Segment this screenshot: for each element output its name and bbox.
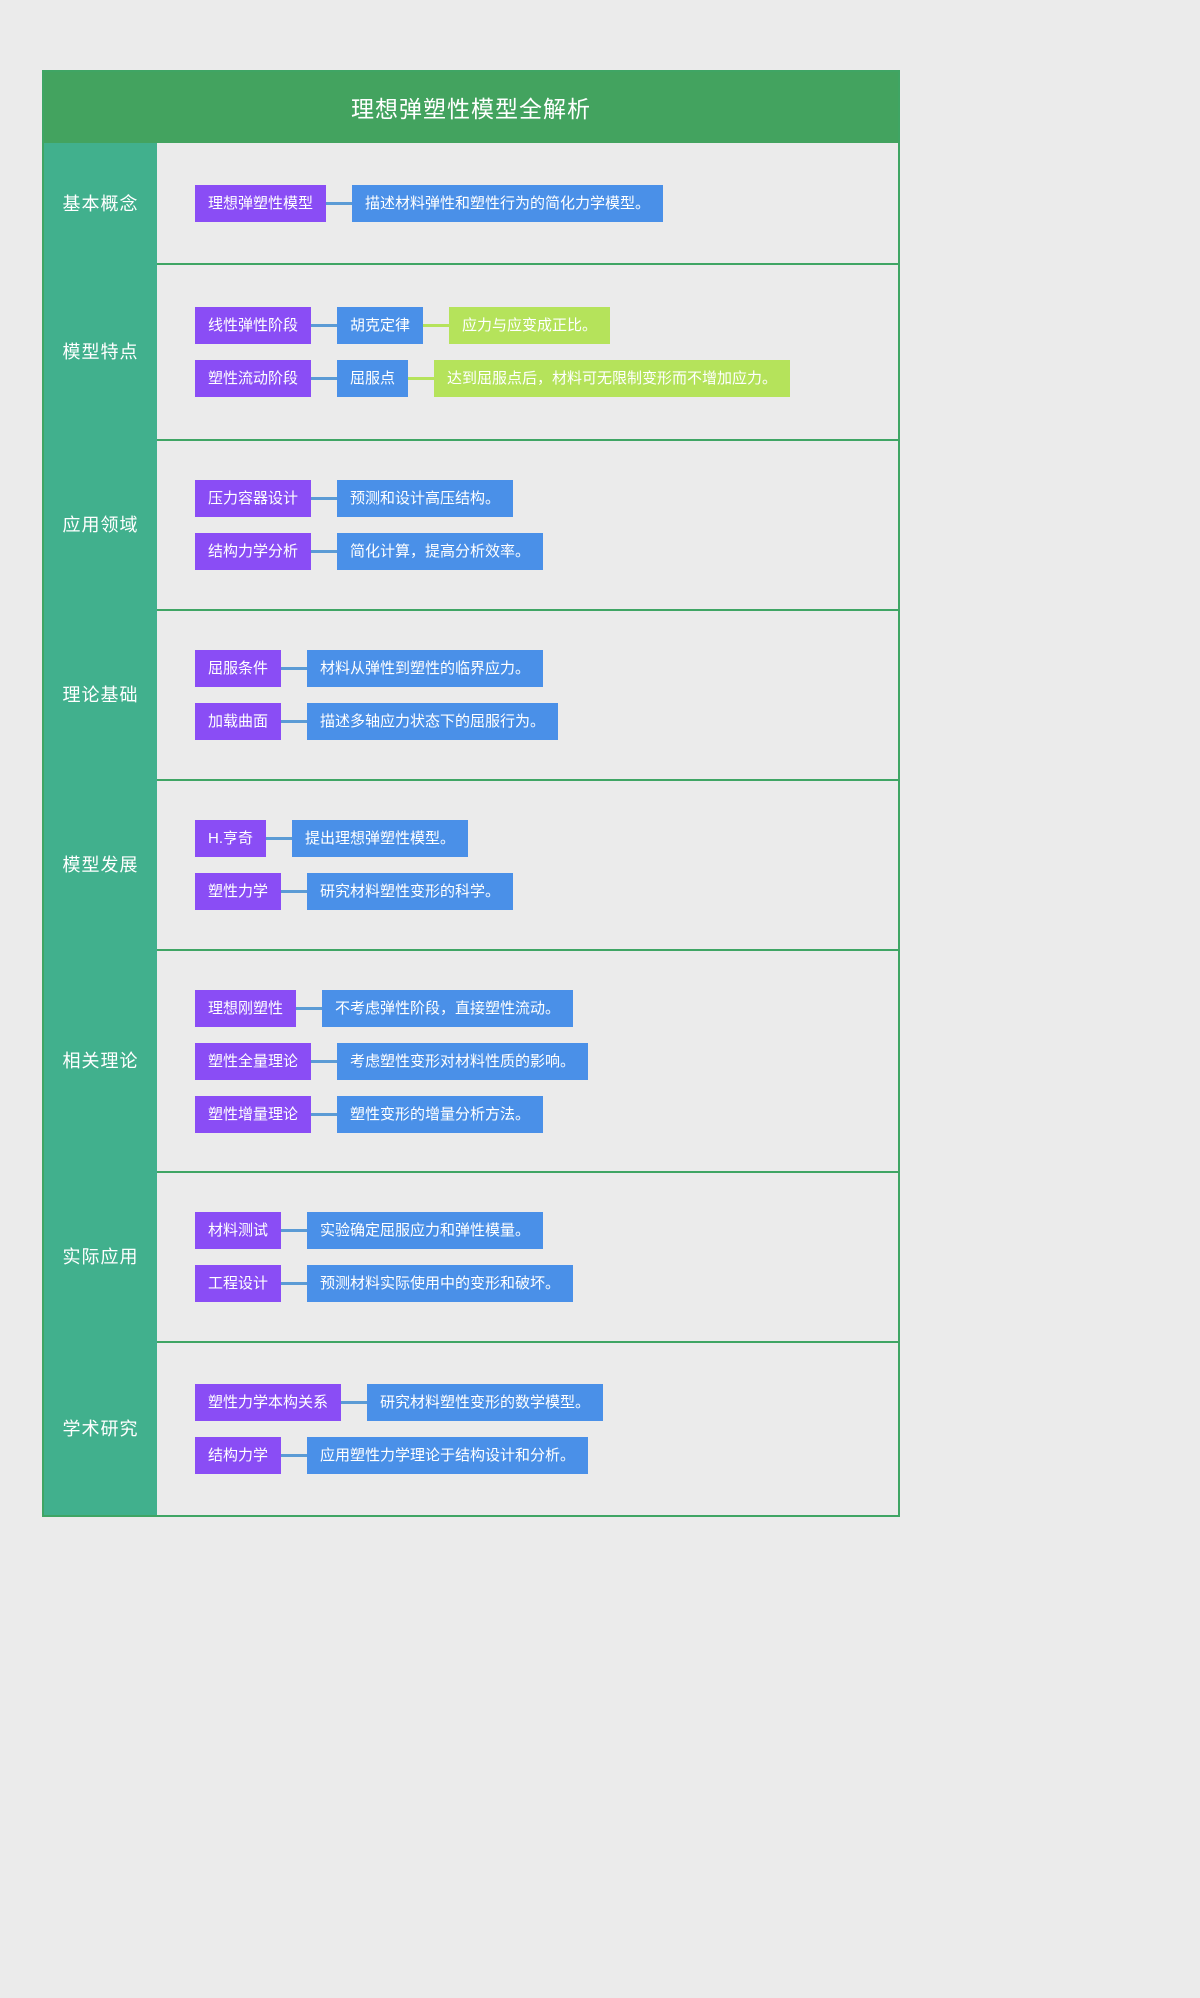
connector-line — [281, 720, 308, 723]
node-level1[interactable]: 塑性力学 — [195, 873, 282, 910]
sidebar-item-3[interactable]: 应用领域 — [44, 439, 157, 609]
node-level2[interactable]: 材料从弹性到塑性的临界应力。 — [307, 650, 544, 687]
node-level1[interactable]: 加载曲面 — [195, 703, 282, 740]
node-level1[interactable]: 工程设计 — [195, 1265, 282, 1302]
connector-line — [341, 1401, 368, 1404]
connector-line — [408, 377, 435, 380]
sidebar-item-5[interactable]: 模型发展 — [44, 779, 157, 949]
connector-line — [281, 667, 308, 670]
node-level2[interactable]: 描述材料弹性和塑性行为的简化力学模型。 — [352, 184, 664, 222]
node-level3[interactable]: 应力与应变成正比。 — [449, 307, 611, 344]
connector-line — [296, 1006, 323, 1010]
node-level2[interactable]: 预测材料实际使用中的变形和破坏。 — [307, 1265, 574, 1302]
sidebar-item-1[interactable]: 基本概念 — [44, 143, 157, 263]
connector-line — [311, 377, 338, 380]
sidebar-item-4[interactable]: 理论基础 — [44, 609, 157, 779]
branch-row: 塑性力学本构关系研究材料塑性变形的数学模型。 — [195, 1384, 898, 1421]
node-level1[interactable]: 压力容器设计 — [195, 480, 312, 517]
sidebar-item-label: 学术研究 — [62, 1419, 139, 1439]
connector-line — [281, 1229, 308, 1232]
mindmap-chart: 理想弹塑性模型全解析 基本概念模型特点应用领域理论基础模型发展相关理论实际应用学… — [42, 70, 900, 1517]
node-level2[interactable]: 应用塑性力学理论于结构设计和分析。 — [307, 1437, 589, 1474]
connector-line — [326, 201, 353, 205]
branch-row: 线性弹性阶段胡克定律应力与应变成正比。 — [195, 307, 898, 344]
section-content-6: 理想刚塑性不考虑弹性阶段，直接塑性流动。塑性全量理论考虑塑性变形对材料性质的影响… — [157, 949, 898, 1171]
branch-row: 塑性力学研究材料塑性变形的科学。 — [195, 873, 898, 910]
node-level1[interactable]: 屈服条件 — [195, 650, 282, 687]
sidebar-item-2[interactable]: 模型特点 — [44, 263, 157, 439]
branch-row: 加载曲面描述多轴应力状态下的屈服行为。 — [195, 703, 898, 740]
section-content-1: 理想弹塑性模型描述材料弹性和塑性行为的简化力学模型。 — [157, 143, 898, 263]
node-level1[interactable]: 塑性力学本构关系 — [195, 1384, 342, 1421]
node-level2[interactable]: 研究材料塑性变形的数学模型。 — [367, 1384, 604, 1421]
connector-line — [311, 324, 338, 327]
node-level2[interactable]: 提出理想弹塑性模型。 — [292, 820, 469, 857]
connector-line — [266, 837, 293, 840]
node-level2[interactable]: 考虑塑性变形对材料性质的影响。 — [337, 1042, 589, 1080]
node-level1[interactable]: 塑性全量理论 — [195, 1042, 312, 1080]
connector-line — [311, 550, 338, 553]
connector-line — [281, 890, 308, 893]
branch-row: 压力容器设计预测和设计高压结构。 — [195, 480, 898, 517]
node-level3[interactable]: 达到屈服点后，材料可无限制变形而不增加应力。 — [434, 360, 791, 397]
section-content-4: 屈服条件材料从弹性到塑性的临界应力。加载曲面描述多轴应力状态下的屈服行为。 — [157, 609, 898, 779]
node-level2[interactable]: 屈服点 — [337, 360, 409, 397]
sidebar-item-7[interactable]: 实际应用 — [44, 1171, 157, 1341]
mindmap-body: 基本概念模型特点应用领域理论基础模型发展相关理论实际应用学术研究 理想弹塑性模型… — [44, 143, 898, 1515]
branch-rows: 理想弹塑性模型描述材料弹性和塑性行为的简化力学模型。线性弹性阶段胡克定律应力与应… — [157, 143, 898, 1515]
node-level2[interactable]: 简化计算，提高分析效率。 — [337, 533, 544, 570]
node-level1[interactable]: H.亨奇 — [195, 820, 267, 857]
node-level2[interactable]: 胡克定律 — [337, 307, 424, 344]
branch-row: 材料测试实验确定屈服应力和弹性模量。 — [195, 1212, 898, 1249]
connector-line — [311, 497, 338, 500]
section-content-5: H.亨奇提出理想弹塑性模型。塑性力学研究材料塑性变形的科学。 — [157, 779, 898, 949]
section-content-3: 压力容器设计预测和设计高压结构。结构力学分析简化计算，提高分析效率。 — [157, 439, 898, 609]
connector-line — [311, 1112, 338, 1116]
node-level2[interactable]: 预测和设计高压结构。 — [337, 480, 514, 517]
sidebar-item-label: 模型特点 — [62, 342, 139, 362]
section-content-2: 线性弹性阶段胡克定律应力与应变成正比。塑性流动阶段屈服点达到屈服点后，材料可无限… — [157, 263, 898, 439]
node-level2[interactable]: 不考虑弹性阶段，直接塑性流动。 — [322, 989, 574, 1027]
section-content-8: 塑性力学本构关系研究材料塑性变形的数学模型。结构力学应用塑性力学理论于结构设计和… — [157, 1341, 898, 1515]
connector-line — [311, 1059, 338, 1063]
sidebar-item-6[interactable]: 相关理论 — [44, 949, 157, 1171]
node-level2[interactable]: 塑性变形的增量分析方法。 — [337, 1095, 544, 1133]
sidebar-item-8[interactable]: 学术研究 — [44, 1341, 157, 1515]
branch-row: 工程设计预测材料实际使用中的变形和破坏。 — [195, 1265, 898, 1302]
sidebar-item-label: 应用领域 — [62, 515, 139, 535]
section-content-7: 材料测试实验确定屈服应力和弹性模量。工程设计预测材料实际使用中的变形和破坏。 — [157, 1171, 898, 1341]
node-level2[interactable]: 描述多轴应力状态下的屈服行为。 — [307, 703, 559, 740]
branch-row: 塑性全量理论考虑塑性变形对材料性质的影响。 — [195, 1042, 898, 1080]
sidebar-item-label: 模型发展 — [62, 855, 139, 875]
node-level1[interactable]: 结构力学 — [195, 1437, 282, 1474]
connector-line — [423, 324, 450, 327]
branch-row: 塑性增量理论塑性变形的增量分析方法。 — [195, 1095, 898, 1133]
node-level1[interactable]: 理想弹塑性模型 — [195, 184, 327, 222]
category-sidebar: 基本概念模型特点应用领域理论基础模型发展相关理论实际应用学术研究 — [44, 143, 157, 1515]
sidebar-item-label: 实际应用 — [62, 1247, 139, 1267]
node-level1[interactable]: 线性弹性阶段 — [195, 307, 312, 344]
branch-row: 结构力学应用塑性力学理论于结构设计和分析。 — [195, 1437, 898, 1474]
node-level1[interactable]: 理想刚塑性 — [195, 989, 297, 1027]
branch-row: 理想弹塑性模型描述材料弹性和塑性行为的简化力学模型。 — [195, 184, 898, 222]
node-level1[interactable]: 材料测试 — [195, 1212, 282, 1249]
node-level1[interactable]: 结构力学分析 — [195, 533, 312, 570]
node-level2[interactable]: 研究材料塑性变形的科学。 — [307, 873, 514, 910]
node-level1[interactable]: 塑性流动阶段 — [195, 360, 312, 397]
branch-row: H.亨奇提出理想弹塑性模型。 — [195, 820, 898, 857]
branch-row: 屈服条件材料从弹性到塑性的临界应力。 — [195, 650, 898, 687]
connector-line — [281, 1454, 308, 1457]
sidebar-item-label: 相关理论 — [62, 1051, 139, 1071]
branch-row: 塑性流动阶段屈服点达到屈服点后，材料可无限制变形而不增加应力。 — [195, 360, 898, 397]
sidebar-item-label: 基本概念 — [62, 194, 139, 214]
branch-row: 结构力学分析简化计算，提高分析效率。 — [195, 533, 898, 570]
branch-row: 理想刚塑性不考虑弹性阶段，直接塑性流动。 — [195, 989, 898, 1027]
sidebar-item-label: 理论基础 — [62, 685, 139, 705]
page-title: 理想弹塑性模型全解析 — [44, 72, 898, 143]
connector-line — [281, 1282, 308, 1285]
node-level1[interactable]: 塑性增量理论 — [195, 1095, 312, 1133]
node-level2[interactable]: 实验确定屈服应力和弹性模量。 — [307, 1212, 544, 1249]
